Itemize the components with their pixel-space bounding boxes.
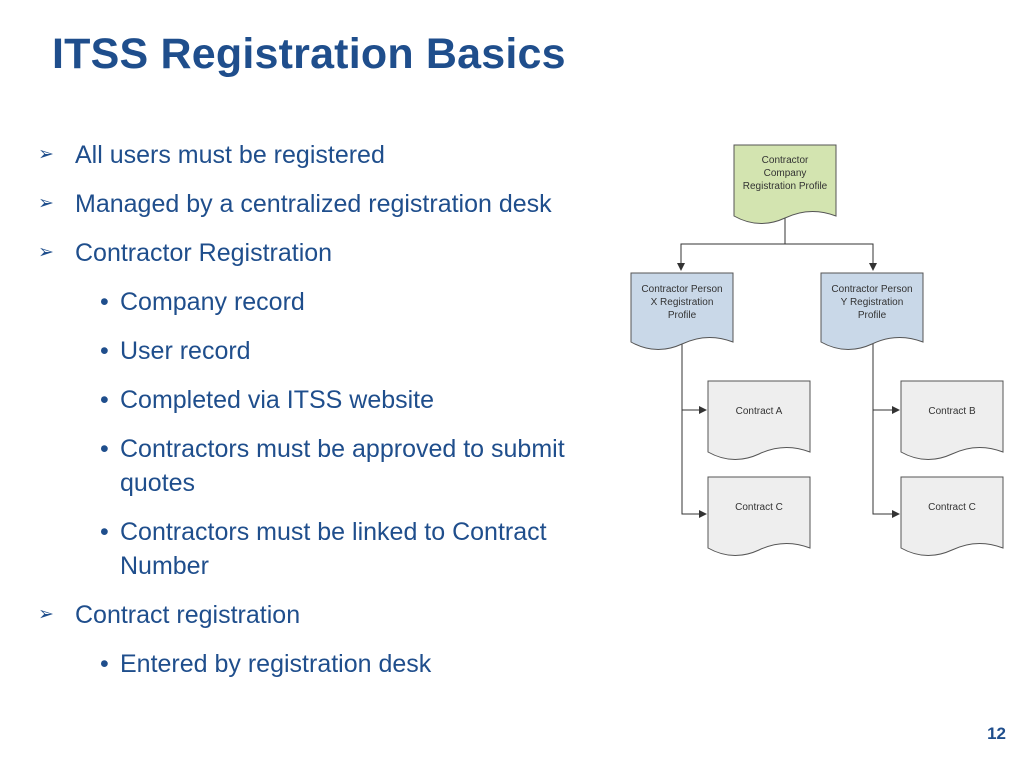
bullet-text: Contractors must be approved to submit q… — [120, 435, 565, 497]
dot-bullet-icon: • — [100, 288, 109, 316]
arrow-bullet-icon: ➢ — [38, 193, 54, 214]
node-label: Y Registration — [841, 297, 904, 308]
dot-bullet-icon: • — [100, 435, 109, 463]
contract-b-node: Contract B — [900, 380, 1004, 460]
arrow-bullet-icon: ➢ — [38, 144, 54, 165]
page-number: 12 — [987, 724, 1006, 743]
sub-bullet-item: • User record — [38, 334, 638, 368]
node-label: Company — [764, 168, 807, 179]
node-label: Profile — [858, 310, 887, 321]
dot-bullet-icon: • — [100, 518, 109, 546]
bullet-item: ➢ Managed by a centralized registration … — [38, 187, 638, 221]
person-x-profile-node: Contractor Person X Registration Profile — [630, 272, 734, 350]
node-label: Contract B — [928, 406, 976, 417]
bullet-text: Contractors must be linked to Contract N… — [120, 518, 547, 580]
node-label: Contractor Person — [641, 284, 722, 295]
node-label: Contract C — [735, 502, 783, 513]
sub-bullet-item: • Contractors must be approved to submit… — [38, 432, 570, 500]
contract-c-left-node: Contract C — [707, 476, 811, 556]
contract-a-node: Contract A — [707, 380, 811, 460]
node-label: Contract C — [928, 502, 976, 513]
connector-lines — [677, 216, 900, 518]
company-profile-node: Contractor Company Registration Profile — [733, 144, 837, 224]
dot-bullet-icon: • — [100, 650, 109, 678]
bullet-list: ➢ All users must be registered ➢ Managed… — [38, 138, 638, 696]
bullet-item: ➢ Contractor Registration — [38, 236, 638, 270]
bullet-item: ➢ All users must be registered — [38, 138, 638, 172]
arrow-bullet-icon: ➢ — [38, 604, 54, 625]
node-label: X Registration — [651, 297, 714, 308]
dot-bullet-icon: • — [100, 337, 109, 365]
bullet-text: All users must be registered — [75, 141, 385, 169]
sub-bullet-item: • Contractors must be linked to Contract… — [38, 515, 620, 583]
bullet-text: User record — [120, 337, 251, 365]
node-label: Registration Profile — [743, 181, 828, 192]
node-label: Profile — [668, 310, 697, 321]
dot-bullet-icon: • — [100, 386, 109, 414]
slide-title: ITSS Registration Basics — [52, 30, 566, 78]
node-label: Contractor — [762, 155, 809, 166]
bullet-text: Contractor Registration — [75, 239, 333, 267]
registration-diagram: Contractor Company Registration Profile … — [630, 144, 1004, 556]
bullet-text: Company record — [120, 288, 305, 316]
sub-bullet-item: • Entered by registration desk — [38, 647, 638, 681]
sub-bullet-item: • Company record — [38, 285, 638, 319]
sub-bullet-item: • Completed via ITSS website — [38, 383, 638, 417]
node-label: Contractor Person — [831, 284, 912, 295]
bullet-text: Completed via ITSS website — [120, 386, 435, 414]
person-y-profile-node: Contractor Person Y Registration Profile — [820, 272, 924, 350]
bullet-text: Entered by registration desk — [120, 650, 432, 678]
arrow-bullet-icon: ➢ — [38, 242, 54, 263]
contract-c-right-node: Contract C — [900, 476, 1004, 556]
node-label: Contract A — [736, 406, 783, 417]
bullet-text: Contract registration — [75, 601, 301, 629]
bullet-item: ➢ Contract registration — [38, 598, 638, 632]
bullet-text: Managed by a centralized registration de… — [75, 190, 552, 218]
